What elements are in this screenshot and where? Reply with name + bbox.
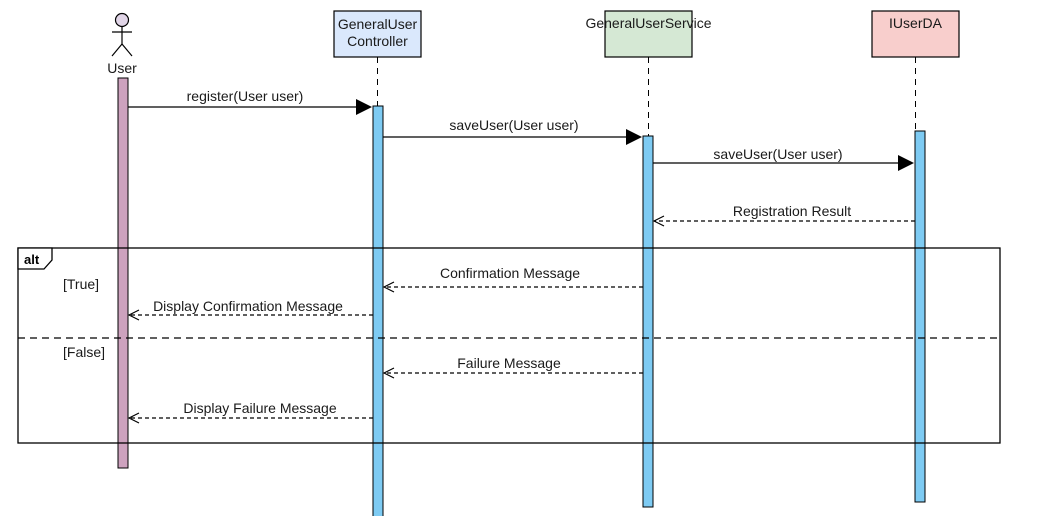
message-failure-label: Failure Message [457,355,561,371]
participant-controller[interactable]: GeneralUser Controller [333,10,422,58]
activation-service [642,135,654,508]
message-registration-result[interactable]: Registration Result [654,203,915,221]
guard-false: [False] [63,344,105,360]
message-save-user-dao-label: saveUser(User user) [713,146,842,162]
alt-fragment[interactable]: alt [True] [False] [17,247,1001,444]
participant-service-label: GeneralUserService [585,15,711,31]
message-registration-result-label: Registration Result [733,203,851,219]
actor-user[interactable]: User [107,12,137,77]
activation-controller [372,105,384,516]
message-failure[interactable]: Failure Message [384,355,643,373]
participant-controller-label-line2: Controller [347,33,408,49]
participant-dao-label: IUserDA [889,15,943,31]
guard-true: [True] [63,276,99,292]
message-save-user-dao[interactable]: saveUser(User user) [653,146,914,171]
alt-label: alt [24,252,40,267]
activation-dao [914,130,926,503]
message-display-confirmation-label: Display Confirmation Message [153,298,343,314]
message-display-confirmation[interactable]: Display Confirmation Message [129,298,373,315]
message-confirmation[interactable]: Confirmation Message [384,265,643,287]
filled-arrowhead-icon [356,99,372,115]
message-display-failure[interactable]: Display Failure Message [129,400,373,418]
message-register-label: register(User user) [187,88,304,104]
stick-figure-icon [111,12,133,57]
message-save-user-service[interactable]: saveUser(User user) [383,117,642,145]
actor-user-label: User [107,60,137,76]
participant-controller-label-line1: GeneralUser [338,16,418,32]
message-confirmation-label: Confirmation Message [440,265,580,281]
message-save-user-service-label: saveUser(User user) [449,117,578,133]
alt-frame [17,247,1001,444]
participant-dao[interactable]: IUserDA [871,10,960,58]
participant-service[interactable]: GeneralUserService [585,10,712,58]
alt-tab [17,247,53,270]
activation-user [117,77,129,469]
filled-arrowhead-icon [626,129,642,145]
message-register[interactable]: register(User user) [128,88,372,115]
message-display-failure-label: Display Failure Message [183,400,336,416]
filled-arrowhead-icon [898,155,914,171]
